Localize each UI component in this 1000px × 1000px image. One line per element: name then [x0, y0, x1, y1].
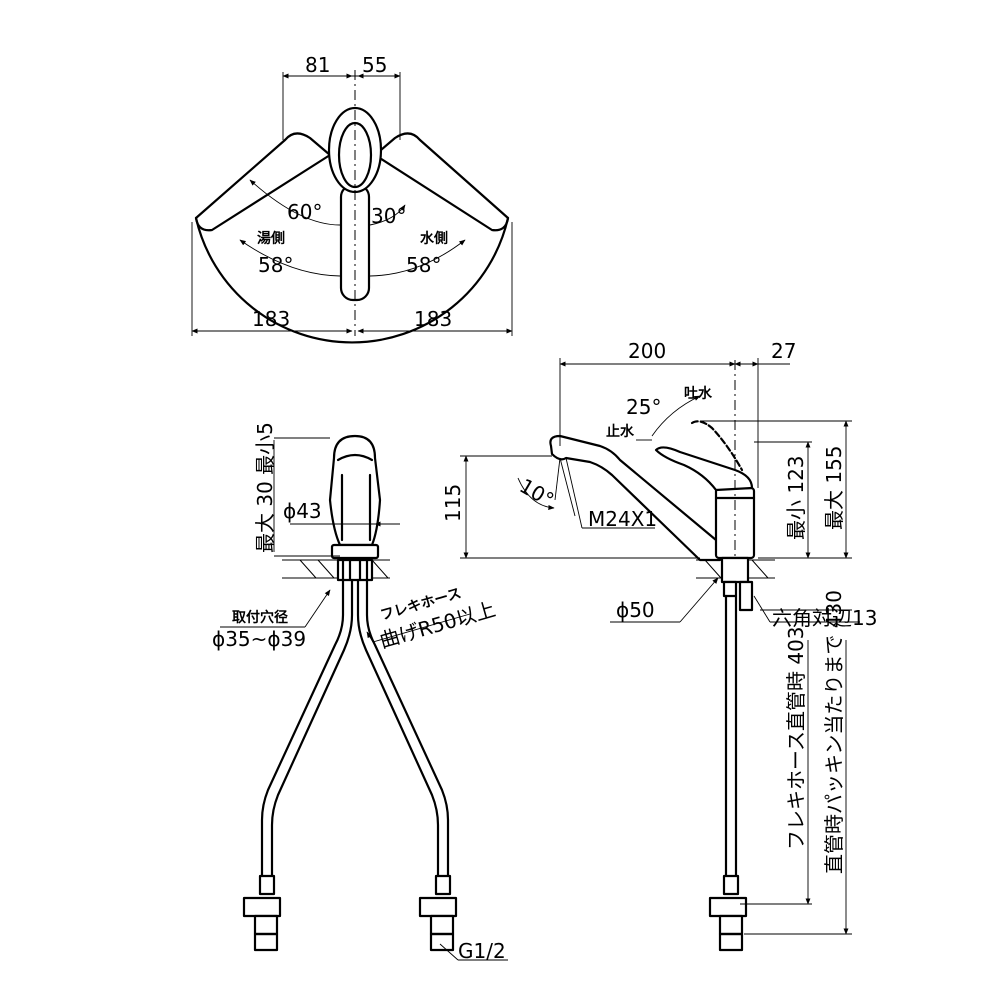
side-spout	[549, 434, 724, 562]
handle-travel: 最大 30 最小5	[253, 422, 277, 553]
spout-center	[339, 183, 371, 302]
reach-right-183: 183	[414, 307, 452, 331]
side-view: 200 27 25° 吐水 止水 10° M24X1 115 最小 123 最大…	[441, 339, 877, 952]
front-body	[330, 543, 380, 560]
top-view: 81 55 60° 30° 湯側 水側 58° 58° 183 183	[191, 53, 513, 344]
thread-m24x1: M24X1	[588, 507, 657, 531]
spout-right-position	[373, 132, 510, 232]
hose-left	[260, 578, 345, 882]
dim-81: 81	[305, 53, 330, 77]
label-stop: 止水	[606, 423, 635, 440]
side-hose	[724, 594, 738, 882]
lever-angle-25: 25°	[626, 395, 661, 419]
g12-label: G1/2	[458, 939, 506, 963]
mount-hole-value: ϕ35~ϕ39	[212, 627, 306, 651]
front-handle	[328, 434, 382, 547]
diameter-43: ϕ43	[283, 499, 322, 523]
handle-top-inner	[337, 121, 373, 189]
label-hot-side: 湯側	[257, 230, 285, 247]
fitting-left	[242, 874, 282, 952]
angle-58-left: 58°	[258, 253, 293, 277]
side-lever	[654, 446, 754, 492]
angle-30: 30°	[371, 204, 406, 228]
angle-58-right: 58°	[406, 253, 441, 277]
offset-27: 27	[771, 339, 796, 363]
base-diameter-50: ϕ50	[616, 598, 655, 622]
dim-55: 55	[362, 53, 387, 77]
height-max-155-label: 最大 155	[822, 445, 846, 530]
angle-60: 60°	[287, 200, 322, 224]
height-min-123: 最小 123	[784, 455, 808, 540]
spout-height-115: 115	[441, 484, 465, 522]
reach-200: 200	[628, 339, 666, 363]
reach-left-183: 183	[252, 307, 290, 331]
hose-right	[356, 578, 440, 882]
side-fitting	[708, 874, 748, 952]
label-cold-side: 水側	[420, 230, 448, 247]
label-outlet: 吐水	[684, 385, 713, 402]
fitting-right	[418, 874, 458, 952]
hose-packing-430: 直管時パッキン当たりまで 430	[822, 590, 846, 874]
spout-left-position	[194, 132, 332, 232]
swing-arc	[194, 216, 510, 344]
mount-hole-label: 取付穴径	[232, 609, 288, 626]
hose-straight-403: フレキホース直管時 403	[784, 626, 808, 850]
spout-tilt-10: 10°	[516, 474, 559, 513]
